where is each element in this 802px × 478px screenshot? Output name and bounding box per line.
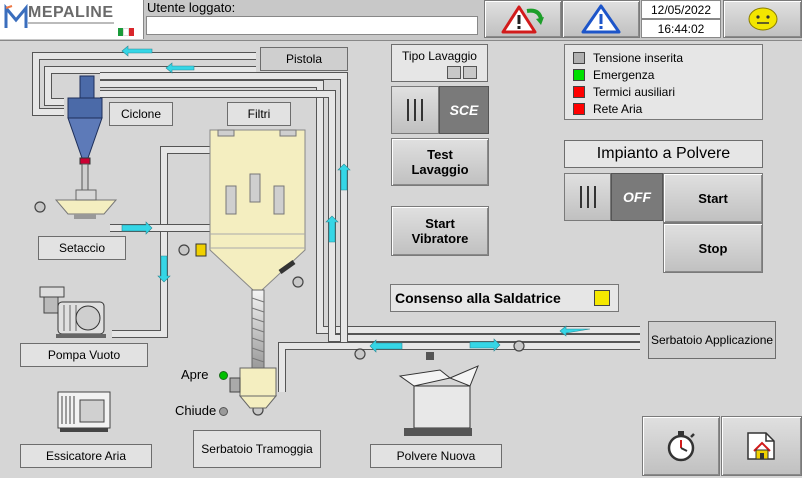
alarm-reset-button[interactable] xyxy=(484,0,562,38)
filtri-hopper xyxy=(195,129,306,369)
home-button[interactable] xyxy=(721,416,802,476)
apre-indicator xyxy=(219,371,228,380)
legend-label: Tensione inserita xyxy=(593,50,684,65)
start-button[interactable]: Start xyxy=(663,173,763,223)
legend-swatch xyxy=(573,68,585,81)
stopwatch-icon xyxy=(667,431,695,462)
chiude-indicator xyxy=(219,407,228,416)
essicatore-label: Essicatore Aria xyxy=(20,444,152,468)
home-icon xyxy=(746,432,775,460)
ciclone-label: Ciclone xyxy=(109,102,173,126)
tipo-lavaggio-indicator-2 xyxy=(463,66,477,79)
essicatore-unit xyxy=(57,391,111,432)
consenso-indicator xyxy=(594,290,610,306)
legend-row-emergenza: Emergenza xyxy=(565,66,762,83)
legend-label: Rete Aria xyxy=(593,101,643,116)
legend-row-tensione: Tensione inserita xyxy=(565,49,762,66)
smiley-icon xyxy=(748,7,777,31)
logged-user-field[interactable] xyxy=(146,16,478,35)
logo-mark-icon xyxy=(4,4,28,28)
warning-icon xyxy=(581,4,621,34)
tramoggia-tank xyxy=(229,367,278,409)
legend-label: Termici ausiliari xyxy=(593,84,676,99)
user-button[interactable] xyxy=(723,0,802,38)
logo-subline xyxy=(28,22,114,24)
logo-text: MEPALINE xyxy=(28,4,114,21)
legend-row-termici: Termici ausiliari xyxy=(565,83,762,100)
filtri-label: Filtri xyxy=(227,102,291,126)
setaccio-label: Setaccio xyxy=(38,236,126,260)
serbatoio-applicazione-label: Serbatoio Applicazione xyxy=(648,321,776,359)
flow-arrows xyxy=(121,45,591,353)
logged-user-label: Utente loggato: xyxy=(147,0,236,15)
logo-flag xyxy=(118,28,135,36)
chiude-label: Chiude xyxy=(175,403,217,418)
pompa-vuoto-label: Pompa Vuoto xyxy=(20,343,148,367)
test-lavaggio-button[interactable]: Test Lavaggio xyxy=(391,138,489,186)
tipo-lavaggio-indicator-1 xyxy=(447,66,461,79)
tipo-lavaggio-selector-button[interactable] xyxy=(391,86,439,134)
ciclone-unit xyxy=(67,75,103,197)
time-display: 16:44:02 xyxy=(641,19,721,38)
alarm-reset-icon xyxy=(501,5,544,34)
stopwatch-button[interactable] xyxy=(642,416,720,476)
setaccio-unit xyxy=(54,189,118,219)
pistola-label: Pistola xyxy=(260,47,348,71)
impianto-mode: OFF xyxy=(611,173,663,221)
impianto-selector-button[interactable] xyxy=(564,173,611,221)
tipo-lavaggio-title: Tipo Lavaggio xyxy=(402,49,477,63)
tipo-lavaggio-mode: SCE xyxy=(439,86,489,134)
stop-button[interactable]: Stop xyxy=(663,223,763,273)
polvere-nuova-box xyxy=(398,365,479,436)
date-display: 12/05/2022 xyxy=(641,0,721,19)
impianto-title: Impianto a Polvere xyxy=(564,140,763,168)
legend-row-rete-aria: Rete Aria xyxy=(565,100,762,117)
consenso-panel: Consenso alla Saldatrice xyxy=(390,284,619,312)
pompa-vuoto-unit xyxy=(39,286,106,338)
status-legend: Tensione inserita Emergenza Termici ausi… xyxy=(564,44,763,120)
warning-button[interactable] xyxy=(562,0,640,38)
start-vibratore-button[interactable]: Start Vibratore xyxy=(391,206,489,256)
logo: MEPALINE xyxy=(0,0,144,39)
legend-swatch xyxy=(573,85,585,98)
serbatoio-tramoggia-label: Serbatoio Tramoggia xyxy=(193,430,321,468)
apre-label: Apre xyxy=(181,367,209,382)
legend-swatch xyxy=(573,102,585,115)
legend-swatch xyxy=(573,51,585,64)
polvere-nuova-label: Polvere Nuova xyxy=(370,444,502,468)
consenso-label: Consenso alla Saldatrice xyxy=(395,290,561,306)
legend-label: Emergenza xyxy=(593,67,655,82)
